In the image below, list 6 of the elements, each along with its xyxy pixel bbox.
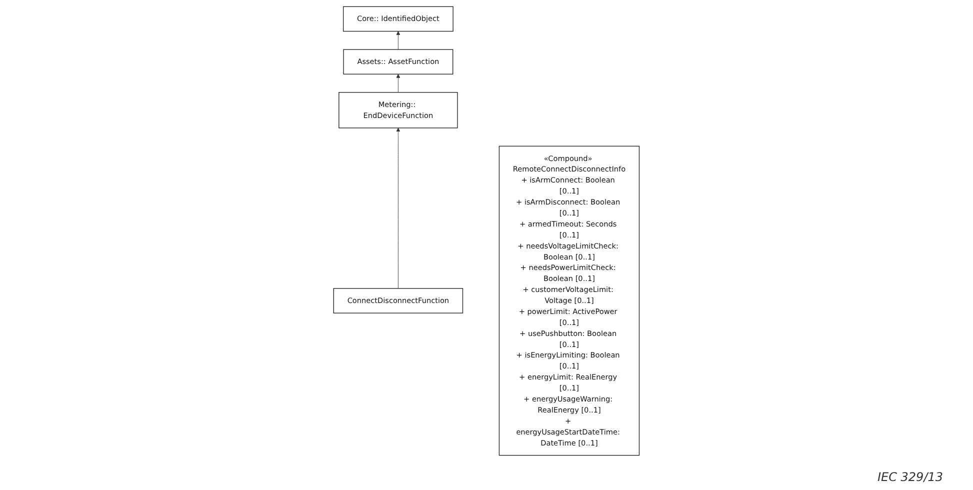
node-box <box>333 288 464 314</box>
node-box <box>343 49 454 74</box>
node-box <box>498 146 640 456</box>
node-box <box>338 92 458 128</box>
node-box <box>343 6 454 32</box>
figure-number: IEC 329/13 <box>877 470 943 484</box>
